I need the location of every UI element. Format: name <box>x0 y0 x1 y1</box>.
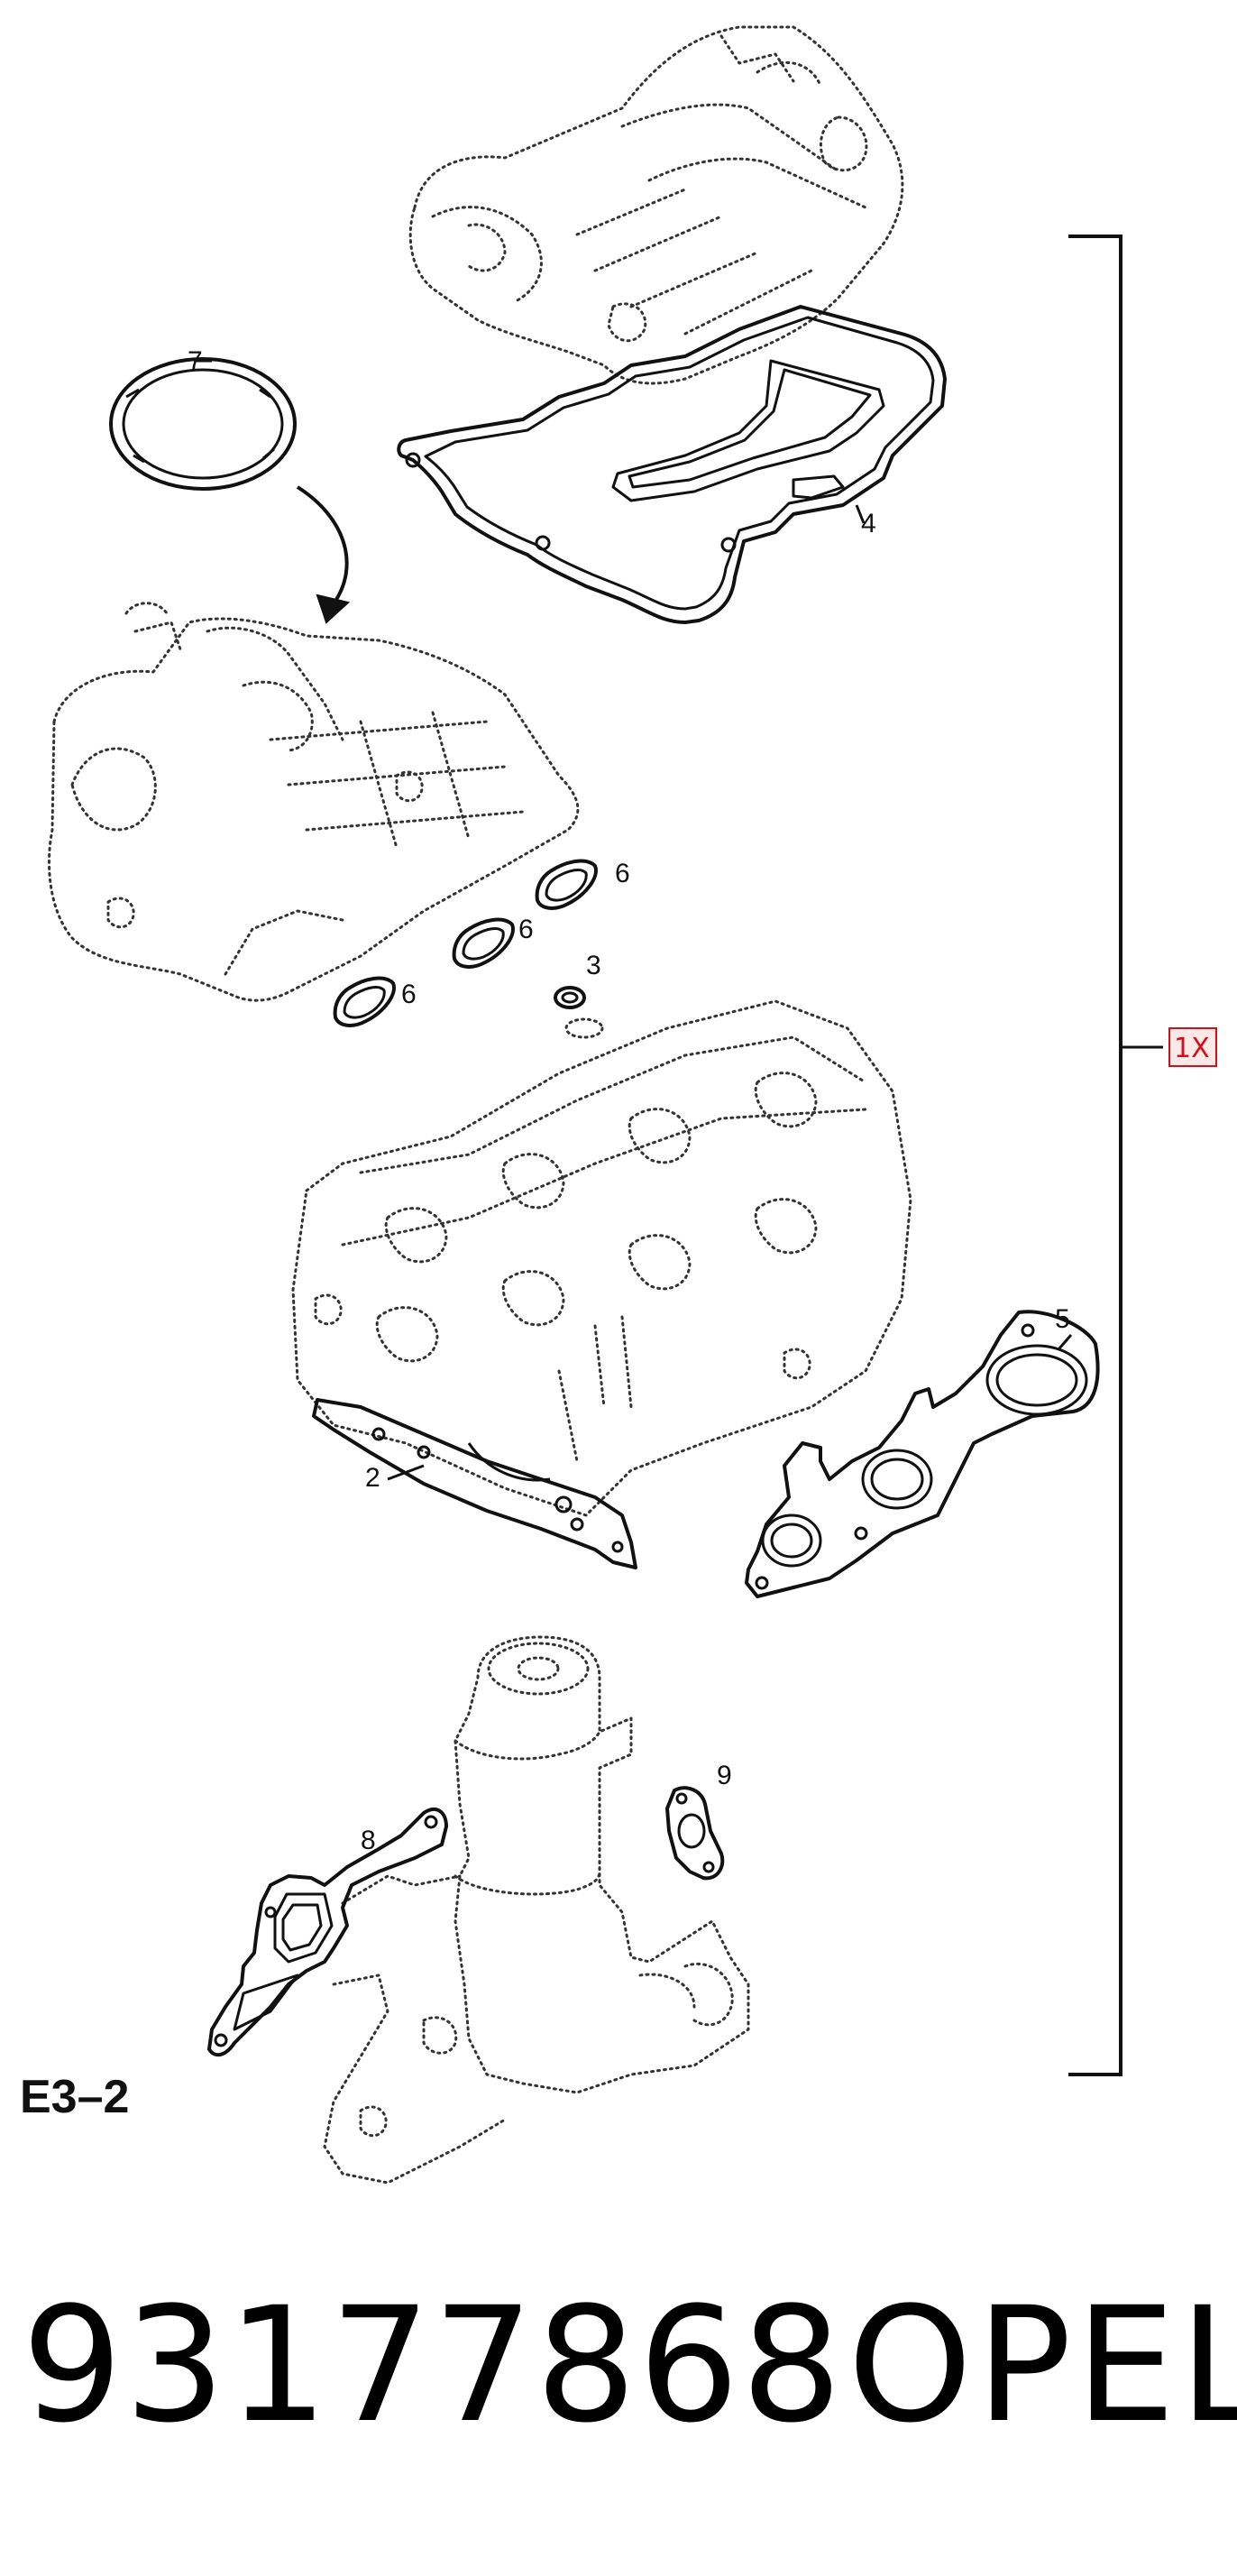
quantity-label: 1X <box>1174 1033 1210 1064</box>
callout-7: 7 <box>188 346 203 376</box>
cylinder-head-illustration <box>291 999 912 1517</box>
callout-5: 5 <box>1055 1304 1070 1334</box>
small-seal <box>554 986 604 1039</box>
assembly-arrow <box>296 485 351 624</box>
callout-4: 4 <box>861 509 876 538</box>
quantity-box: 1X <box>1168 1027 1217 1067</box>
cover-gasket-strip <box>312 1398 637 1569</box>
intake-gaskets <box>333 859 598 1027</box>
valve-cover-gasket <box>397 305 947 624</box>
exhaust-manifold-gasket <box>745 1310 1100 1598</box>
brand-name: OPEL <box>848 2273 1237 2458</box>
callout-6-lower: 6 <box>401 980 417 1009</box>
callout-9: 9 <box>717 1761 732 1790</box>
egr-flange-gasket <box>207 1808 448 2057</box>
leader-lines <box>387 504 1073 1481</box>
callout-8: 8 <box>361 1826 376 1855</box>
callout-6-middle: 6 <box>518 915 534 944</box>
seal-ring <box>109 357 297 491</box>
section-code: E3–2 <box>20 2071 129 2123</box>
egr-small-gasket <box>665 1786 725 1881</box>
callout-3: 3 <box>586 951 601 980</box>
callout-6-upper: 6 <box>615 859 630 888</box>
callout-2: 2 <box>365 1463 380 1493</box>
kit-bracket <box>1068 235 1163 2076</box>
intake-manifold-illustration <box>48 602 580 1002</box>
valve-cover-illustration <box>408 25 904 385</box>
egr-valve-illustration <box>323 1635 750 2185</box>
part-number: 93177868 <box>22 2273 844 2458</box>
